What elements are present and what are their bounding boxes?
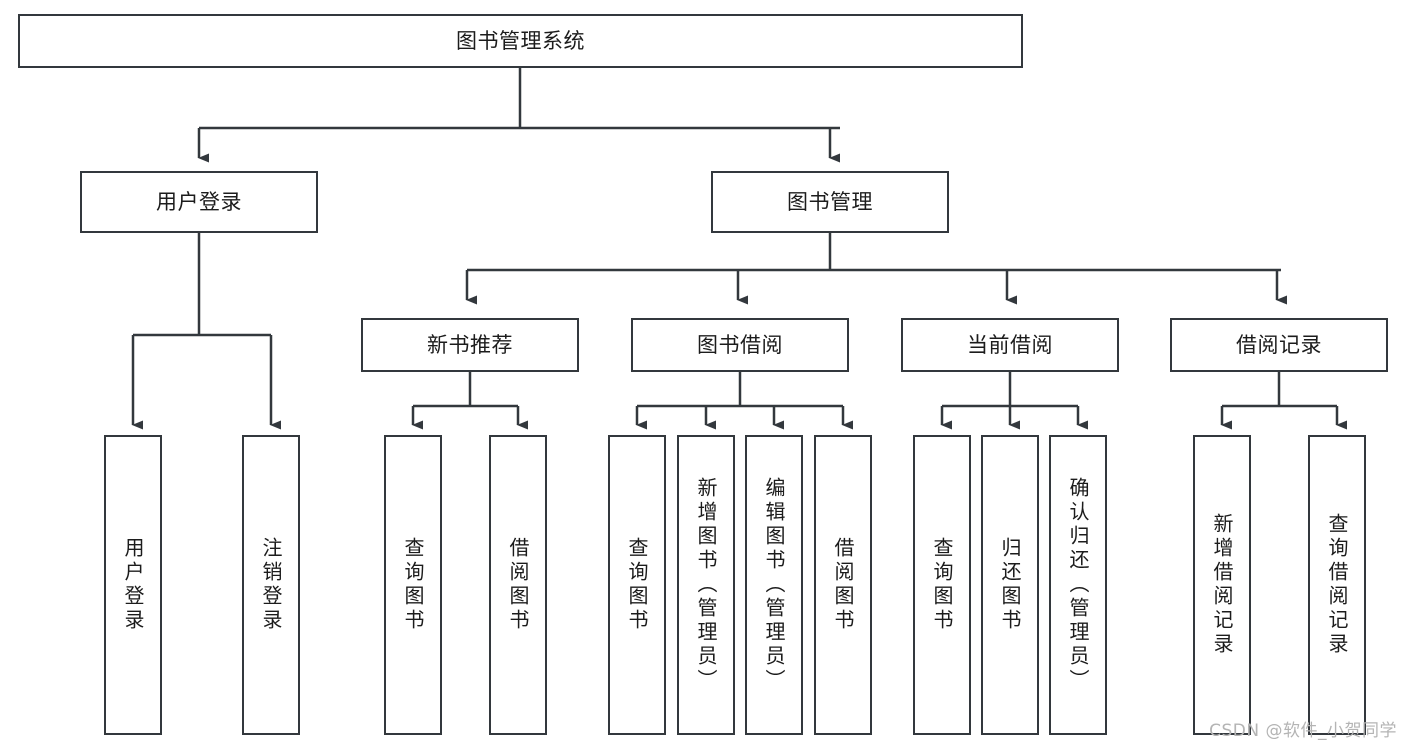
node-leaf-current-return[interactable]: 归还图书 [981, 435, 1039, 735]
node-leaf-borrow-query[interactable]: 查询图书 [608, 435, 666, 735]
node-leaf-label: 用户登录 [121, 537, 145, 633]
node-leaf-label: 新增借阅记录 [1210, 513, 1234, 657]
node-book-management[interactable]: 图书管理 [711, 171, 949, 233]
node-user-login-label: 用户登录 [156, 189, 242, 214]
node-leaf-user-login-login[interactable]: 用户登录 [104, 435, 162, 735]
node-leaf-label: 查询图书 [401, 537, 425, 633]
node-leaf-record-query[interactable]: 查询借阅记录 [1308, 435, 1366, 735]
node-leaf-label: 编辑图书（管理员） [762, 477, 786, 693]
node-leaf-borrow-edit[interactable]: 编辑图书（管理员） [745, 435, 803, 735]
node-current-borrow[interactable]: 当前借阅 [901, 318, 1119, 372]
node-leaf-label: 查询图书 [930, 537, 954, 633]
node-user-login[interactable]: 用户登录 [80, 171, 318, 233]
node-root[interactable]: 图书管理系统 [18, 14, 1023, 68]
node-borrow-record[interactable]: 借阅记录 [1170, 318, 1388, 372]
node-leaf-borrow-add[interactable]: 新增图书（管理员） [677, 435, 735, 735]
node-leaf-label: 归还图书 [998, 537, 1022, 633]
node-leaf-label: 查询借阅记录 [1325, 513, 1349, 657]
node-root-label: 图书管理系统 [456, 28, 585, 53]
node-new-book-recommend-label: 新书推荐 [427, 332, 513, 357]
node-leaf-label: 借阅图书 [831, 537, 855, 633]
node-current-borrow-label: 当前借阅 [967, 332, 1053, 357]
node-book-management-label: 图书管理 [787, 189, 873, 214]
node-book-borrow-label: 图书借阅 [697, 332, 783, 357]
node-leaf-newbook-query[interactable]: 查询图书 [384, 435, 442, 735]
node-new-book-recommend[interactable]: 新书推荐 [361, 318, 579, 372]
node-book-borrow[interactable]: 图书借阅 [631, 318, 849, 372]
node-leaf-current-query[interactable]: 查询图书 [913, 435, 971, 735]
node-leaf-user-login-logout[interactable]: 注销登录 [242, 435, 300, 735]
node-leaf-borrow-borrow[interactable]: 借阅图书 [814, 435, 872, 735]
node-leaf-current-confirm-return[interactable]: 确认归还（管理员） [1049, 435, 1107, 735]
node-leaf-label: 确认归还（管理员） [1066, 477, 1090, 693]
node-borrow-record-label: 借阅记录 [1236, 332, 1322, 357]
node-leaf-record-add[interactable]: 新增借阅记录 [1193, 435, 1251, 735]
node-leaf-label: 新增图书（管理员） [694, 477, 718, 693]
node-leaf-label: 注销登录 [259, 537, 283, 633]
node-leaf-label: 查询图书 [625, 537, 649, 633]
node-leaf-newbook-borrow[interactable]: 借阅图书 [489, 435, 547, 735]
node-leaf-label: 借阅图书 [506, 537, 530, 633]
